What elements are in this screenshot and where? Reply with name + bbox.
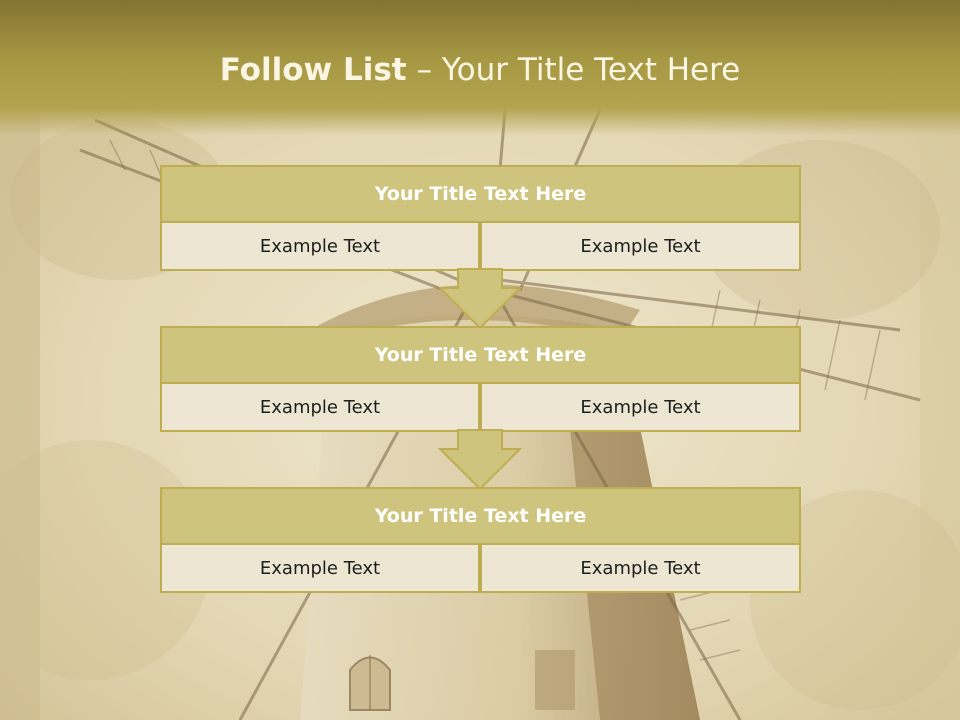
- list-block-title[interactable]: Your Title Text Here: [160, 487, 801, 545]
- list-block-left-text[interactable]: Example Text: [160, 382, 480, 432]
- list-block-right-text[interactable]: Example Text: [480, 221, 801, 271]
- slide-title-rest: – Your Title Text Here: [416, 52, 741, 88]
- list-block-title[interactable]: Your Title Text Here: [160, 165, 801, 223]
- slide-title-bold: Follow List: [219, 52, 407, 88]
- down-arrow-icon: [438, 429, 522, 491]
- list-block-2: Your Title Text Here Example Text Exampl…: [160, 326, 801, 432]
- list-block-title[interactable]: Your Title Text Here: [160, 326, 801, 384]
- list-block-right-text[interactable]: Example Text: [480, 382, 801, 432]
- list-block-left-text[interactable]: Example Text: [160, 221, 480, 271]
- header-band: [0, 0, 960, 135]
- list-block-3: Your Title Text Here Example Text Exampl…: [160, 487, 801, 593]
- down-arrow-icon: [438, 268, 522, 330]
- list-block-1: Your Title Text Here Example Text Exampl…: [160, 165, 801, 271]
- slide-title[interactable]: Follow List – Your Title Text Here: [0, 52, 960, 88]
- list-block-right-text[interactable]: Example Text: [480, 543, 801, 593]
- list-block-left-text[interactable]: Example Text: [160, 543, 480, 593]
